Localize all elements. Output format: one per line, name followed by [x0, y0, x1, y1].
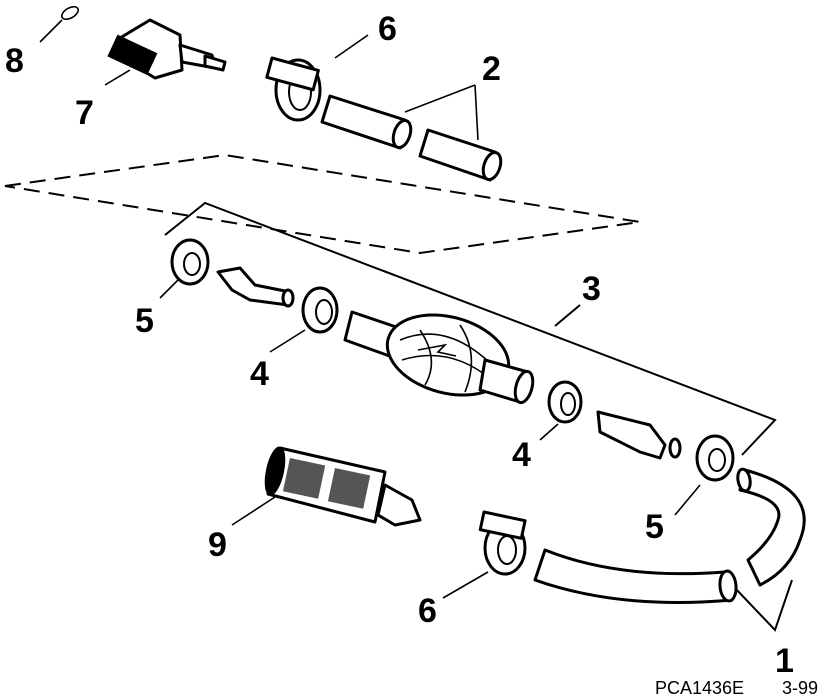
callout-8: 8: [5, 42, 24, 80]
o-ring-part: [39, 5, 79, 43]
clamp-top-part: [265, 34, 369, 122]
retainer-right-part: [539, 380, 583, 441]
callout-6-top: 6: [378, 10, 397, 48]
callout-6-bottom: 6: [418, 592, 437, 630]
callout-7: 7: [75, 94, 94, 132]
callout-5-right: 5: [645, 508, 664, 546]
callout-3: 3: [582, 270, 601, 308]
long-hose-part: [533, 467, 806, 604]
retainer-left-part: [269, 286, 339, 353]
clamp-bottom-part: [442, 510, 527, 599]
fuel-filter-part: [231, 446, 422, 527]
short-hose-pair-part: [320, 84, 503, 182]
bracket-3: [164, 201, 777, 456]
dashed-group-outline: [4, 153, 641, 255]
callout-1: 1: [775, 642, 794, 680]
fitting-right-part: [596, 410, 682, 460]
small-clamp-right-part: [674, 434, 735, 516]
callout-4-right: 4: [512, 436, 531, 474]
fitting-left-part: [216, 266, 295, 308]
figure-code: PCA1436E: [655, 678, 744, 698]
callout-2: 2: [482, 50, 501, 88]
callout-9: 9: [208, 526, 227, 564]
bracket-1: [734, 579, 793, 632]
callout-5-left: 5: [135, 302, 154, 340]
figure-date: 3-99: [782, 678, 818, 698]
connector-part: [104, 18, 227, 86]
primer-bulb-part: [343, 310, 535, 405]
callout-4-left: 4: [250, 355, 269, 393]
small-clamp-left-part: [159, 238, 210, 299]
